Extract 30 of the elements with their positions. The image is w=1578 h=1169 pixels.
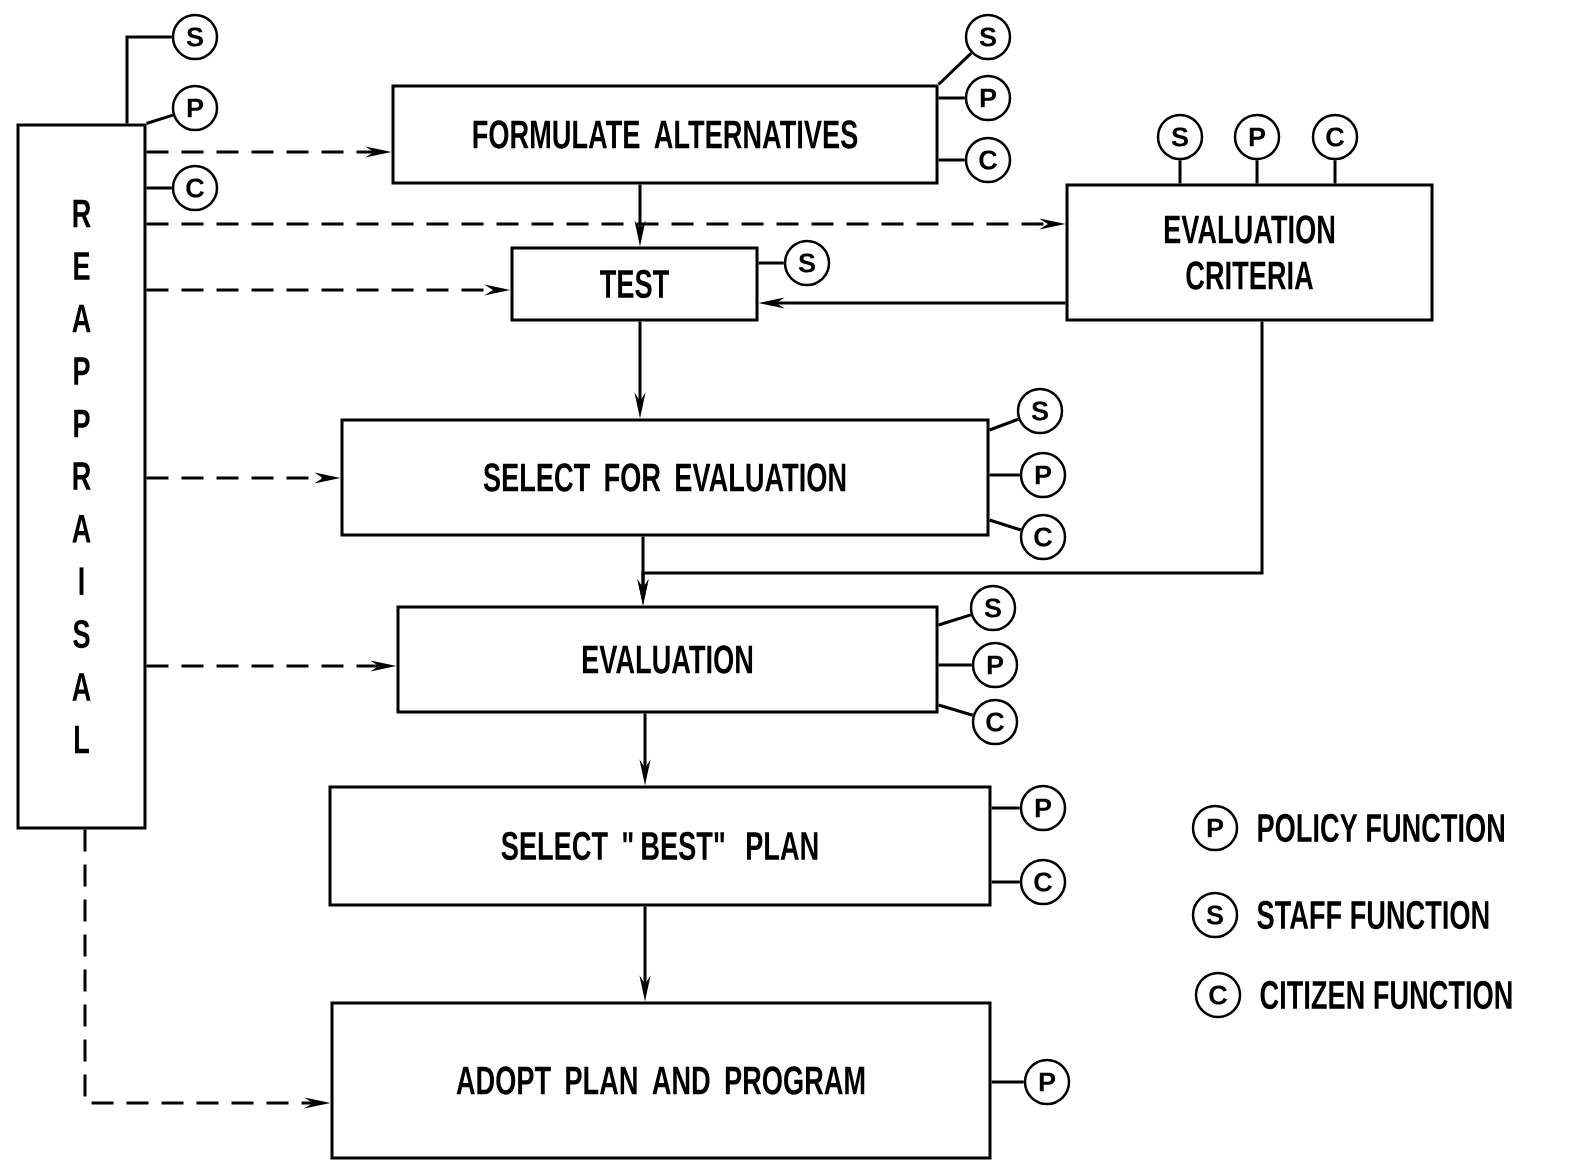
process-box: EVALUATION	[396, 605, 939, 714]
leader-line	[938, 613, 972, 627]
legend-text: STAFF FUNCTION	[1257, 900, 1489, 930]
leader-line	[938, 158, 965, 162]
leader-line	[1255, 160, 1259, 184]
process-box: TEST	[510, 246, 759, 322]
process-box: FORMULATE ALTERNATIVES	[391, 84, 939, 185]
leader-line	[125, 35, 172, 124]
legend-text: POLICY FUNCTION	[1258, 813, 1504, 843]
process-box: REAPPRAISAL	[16, 123, 147, 830]
leader-line	[1178, 160, 1182, 184]
leader-line	[758, 261, 784, 265]
process-box: SELECT FOR EVALUATION	[340, 418, 990, 537]
leader-line	[937, 52, 973, 86]
leader-line	[991, 1080, 1024, 1084]
leader-line	[146, 186, 172, 190]
leader-line	[989, 473, 1020, 477]
leader-line	[991, 880, 1020, 884]
process-box: SELECT "BEST" PLAN	[328, 785, 992, 907]
leader-line	[991, 806, 1020, 810]
leader-line	[938, 663, 972, 667]
leader-line	[938, 703, 974, 717]
leader-line	[989, 417, 1019, 432]
leader-line	[989, 518, 1022, 532]
process-box: ADOPT PLAN AND PROGRAM	[330, 1001, 992, 1160]
leader-line	[938, 96, 965, 100]
process-box: EVALUATION CRITERIA	[1065, 183, 1434, 322]
leader-line	[146, 113, 174, 125]
legend-text: CITIZEN FUNCTION	[1260, 980, 1512, 1010]
leader-line	[1333, 160, 1337, 184]
